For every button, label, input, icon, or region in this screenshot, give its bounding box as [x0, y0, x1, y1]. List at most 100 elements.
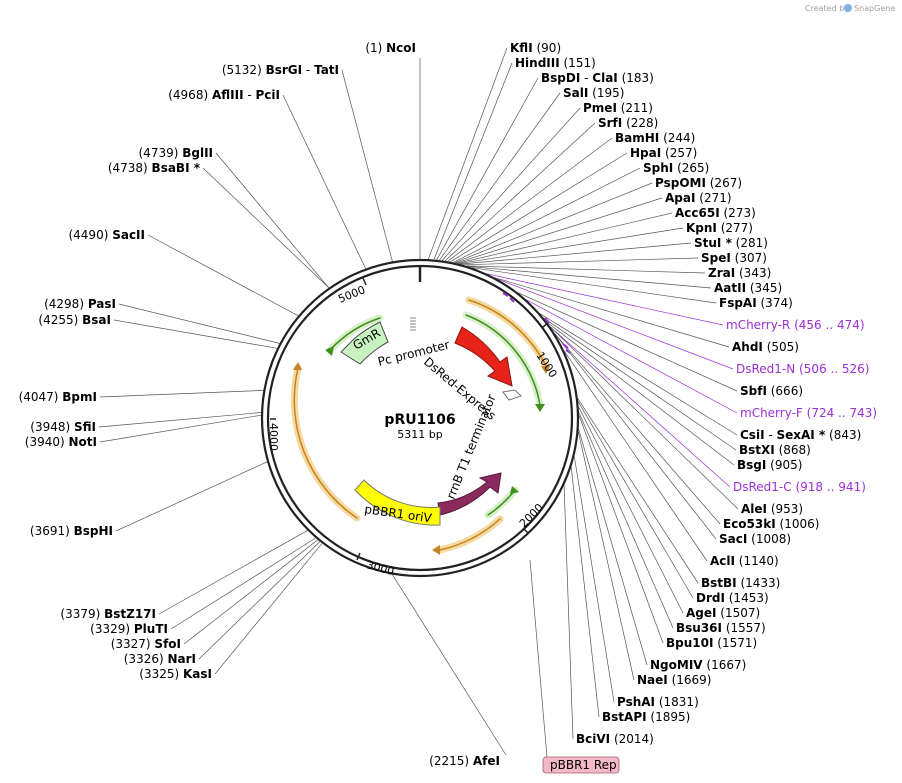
site-label-sfii[interactable]: (3948) SfiI	[30, 420, 96, 434]
leader-sacii	[147, 234, 299, 317]
site-label-spei[interactable]: SpeI (307)	[701, 251, 767, 265]
arrowhead-orange-right	[541, 366, 550, 374]
leader-alei	[549, 326, 739, 510]
site-label-sali[interactable]: SalI (195)	[563, 86, 624, 100]
site-label-bstxi[interactable]: BstXI (868)	[739, 443, 811, 457]
site-position: (505)	[763, 340, 799, 354]
leader-bspdi	[436, 77, 539, 261]
site-position: (868)	[775, 443, 811, 457]
site-label-sphi[interactable]: SphI (265)	[643, 161, 709, 175]
site-label-hindiii[interactable]: HindIII (151)	[515, 56, 596, 70]
site-label-bstbi[interactable]: BstBI (1433)	[701, 576, 780, 590]
site-label-agei[interactable]: AgeI (1507)	[686, 606, 760, 620]
leader-saci	[554, 333, 717, 540]
site-label-bpmi[interactable]: (4047) BpmI	[19, 390, 97, 404]
site-label-acli[interactable]: AclI (1140)	[710, 554, 779, 568]
site-label-sbfi[interactable]: SbfI (666)	[740, 384, 803, 398]
site-label-bstz17i[interactable]: (3379) BstZ17I	[60, 607, 156, 621]
site-label-naei[interactable]: NaeI (1669)	[637, 673, 711, 687]
site-label-hpai[interactable]: HpaI (257)	[630, 146, 697, 160]
site-position: (4255)	[38, 313, 82, 327]
site-label-kasi[interactable]: (3325) KasI	[139, 667, 212, 681]
arrowhead-green-gmr	[325, 346, 334, 356]
site-name: KflI	[510, 41, 533, 55]
site-label-alei[interactable]: AleI (953)	[741, 502, 803, 516]
site-label-pluti[interactable]: (3329) PluTI	[90, 622, 168, 636]
site-label-zrai[interactable]: ZraI (343)	[708, 266, 771, 280]
site-label-bsrgi[interactable]: (5132) BsrGI - TatI	[222, 63, 339, 77]
leader-dsred1-n	[496, 278, 734, 370]
orf-arc-bottom-outer	[436, 515, 504, 554]
right-site-labels: KflI (90)HindIII (151)BspDI - ClaI (183)…	[510, 41, 877, 746]
site-label-noti[interactable]: (3940) NotI	[25, 435, 97, 449]
site-label-srfi[interactable]: SrfI (228)	[598, 116, 658, 130]
site-label-pspomi[interactable]: PspOMI (267)	[655, 176, 742, 190]
orf-arc-left-outer-line	[293, 367, 358, 519]
orf-arcs	[290, 296, 550, 554]
leader-noti	[99, 414, 262, 443]
site-label-sacii[interactable]: (4490) SacII	[68, 228, 145, 242]
site-label-bstapi[interactable]: BstAPI (1895)	[602, 710, 690, 724]
pbbr1-rep-box[interactable]	[542, 756, 620, 774]
site-label-fspai[interactable]: FspAI (374)	[719, 296, 793, 310]
site-name: AleI	[741, 502, 767, 516]
site-label-pasi[interactable]: (4298) PasI	[44, 297, 116, 311]
leader-naei	[578, 431, 635, 681]
site-label-ahdi[interactable]: AhdI (505)	[732, 340, 799, 354]
site-label-bsu36i[interactable]: Bsu36I (1557)	[676, 621, 766, 635]
leader-spei	[462, 257, 699, 266]
site-label-bsphi[interactable]: (3691) BspHI	[30, 524, 113, 538]
leader-kpni	[458, 227, 684, 265]
site-label-bglii[interactable]: (4739) BglII	[139, 146, 214, 160]
site-label-sfoi[interactable]: (3327) SfoI	[111, 637, 181, 651]
site-label-apai[interactable]: ApaI (271)	[665, 191, 732, 205]
site-label-bspdi[interactable]: BspDI - ClaI (183)	[541, 71, 654, 85]
site-label-drdi[interactable]: DrdI (1453)	[696, 591, 769, 605]
leader-bstz17i	[158, 530, 308, 615]
site-label-eco53ki[interactable]: Eco53kI (1006)	[723, 517, 819, 531]
site-position: (1557)	[722, 621, 766, 635]
site-label-kfli[interactable]: KflI (90)	[510, 41, 561, 55]
site-label-ncoi[interactable]: (1) NcoI	[365, 41, 416, 55]
leader-eco53ki	[554, 333, 721, 525]
site-label-mcherry-r[interactable]: mCherry-R (456 .. 474)	[726, 318, 865, 332]
site-name: BstAPI	[602, 710, 647, 724]
site-label-ngomiv[interactable]: NgoMIV (1667)	[650, 658, 746, 672]
orf-arc-left-outer	[290, 364, 361, 522]
site-label-pmei[interactable]: PmeI (211)	[583, 101, 653, 115]
site-label-bamhi[interactable]: BamHI (244)	[615, 131, 695, 145]
site-label-kpni[interactable]: KpnI (277)	[686, 221, 753, 235]
snapgene-logo-icon	[844, 4, 852, 12]
site-label-nari[interactable]: (3326) NarI	[124, 652, 196, 666]
site-label-afliii[interactable]: (4968) AflIII - PciI	[168, 88, 280, 102]
site-label-mcherry-f[interactable]: mCherry-F (724 .. 743)	[740, 406, 877, 420]
leader-bsphi	[115, 461, 268, 532]
site-label-pshai[interactable]: PshAI (1831)	[617, 695, 699, 709]
site-name: AatII	[714, 281, 746, 295]
site-name: BglII	[182, 146, 213, 160]
site-label-bsai[interactable]: (4255) BsaI	[38, 313, 111, 327]
site-label-saci[interactable]: SacI (1008)	[719, 532, 791, 546]
leader-afliii	[282, 94, 366, 269]
rrnb-terminator-arrow	[437, 472, 502, 516]
site-label-dsred1-n[interactable]: DsRed1-N (506 .. 526)	[736, 362, 869, 376]
site-label-stui[interactable]: StuI * (281)	[694, 236, 768, 250]
site-name: SfoI	[154, 637, 181, 651]
site-separator: -	[302, 63, 314, 77]
site-label-bcivi[interactable]: BciVI (2014)	[576, 732, 654, 746]
site-label-bpu10i[interactable]: Bpu10I (1571)	[666, 636, 757, 650]
leader-ahdi	[494, 277, 730, 348]
site-label-csii[interactable]: CsiI - SexAI * (843)	[740, 428, 861, 442]
site-position: (724 .. 743)	[803, 406, 877, 420]
site-label-aatii[interactable]: AatII (345)	[714, 281, 782, 295]
site-label-acc65i[interactable]: Acc65I (273)	[675, 206, 756, 220]
site-name-2: PciI	[256, 88, 281, 102]
leader-csii	[539, 313, 738, 436]
site-label-bsabi[interactable]: (4738) BsaBI *	[108, 161, 201, 175]
site-name: BciVI	[576, 732, 610, 746]
site-position: (4490)	[68, 228, 112, 242]
site-label-dsred1-c[interactable]: DsRed1-C (918 .. 941)	[733, 480, 866, 494]
site-label-afei[interactable]: (2215) AfeI	[429, 754, 500, 768]
site-label-bsgi[interactable]: BsgI (905)	[737, 458, 802, 472]
